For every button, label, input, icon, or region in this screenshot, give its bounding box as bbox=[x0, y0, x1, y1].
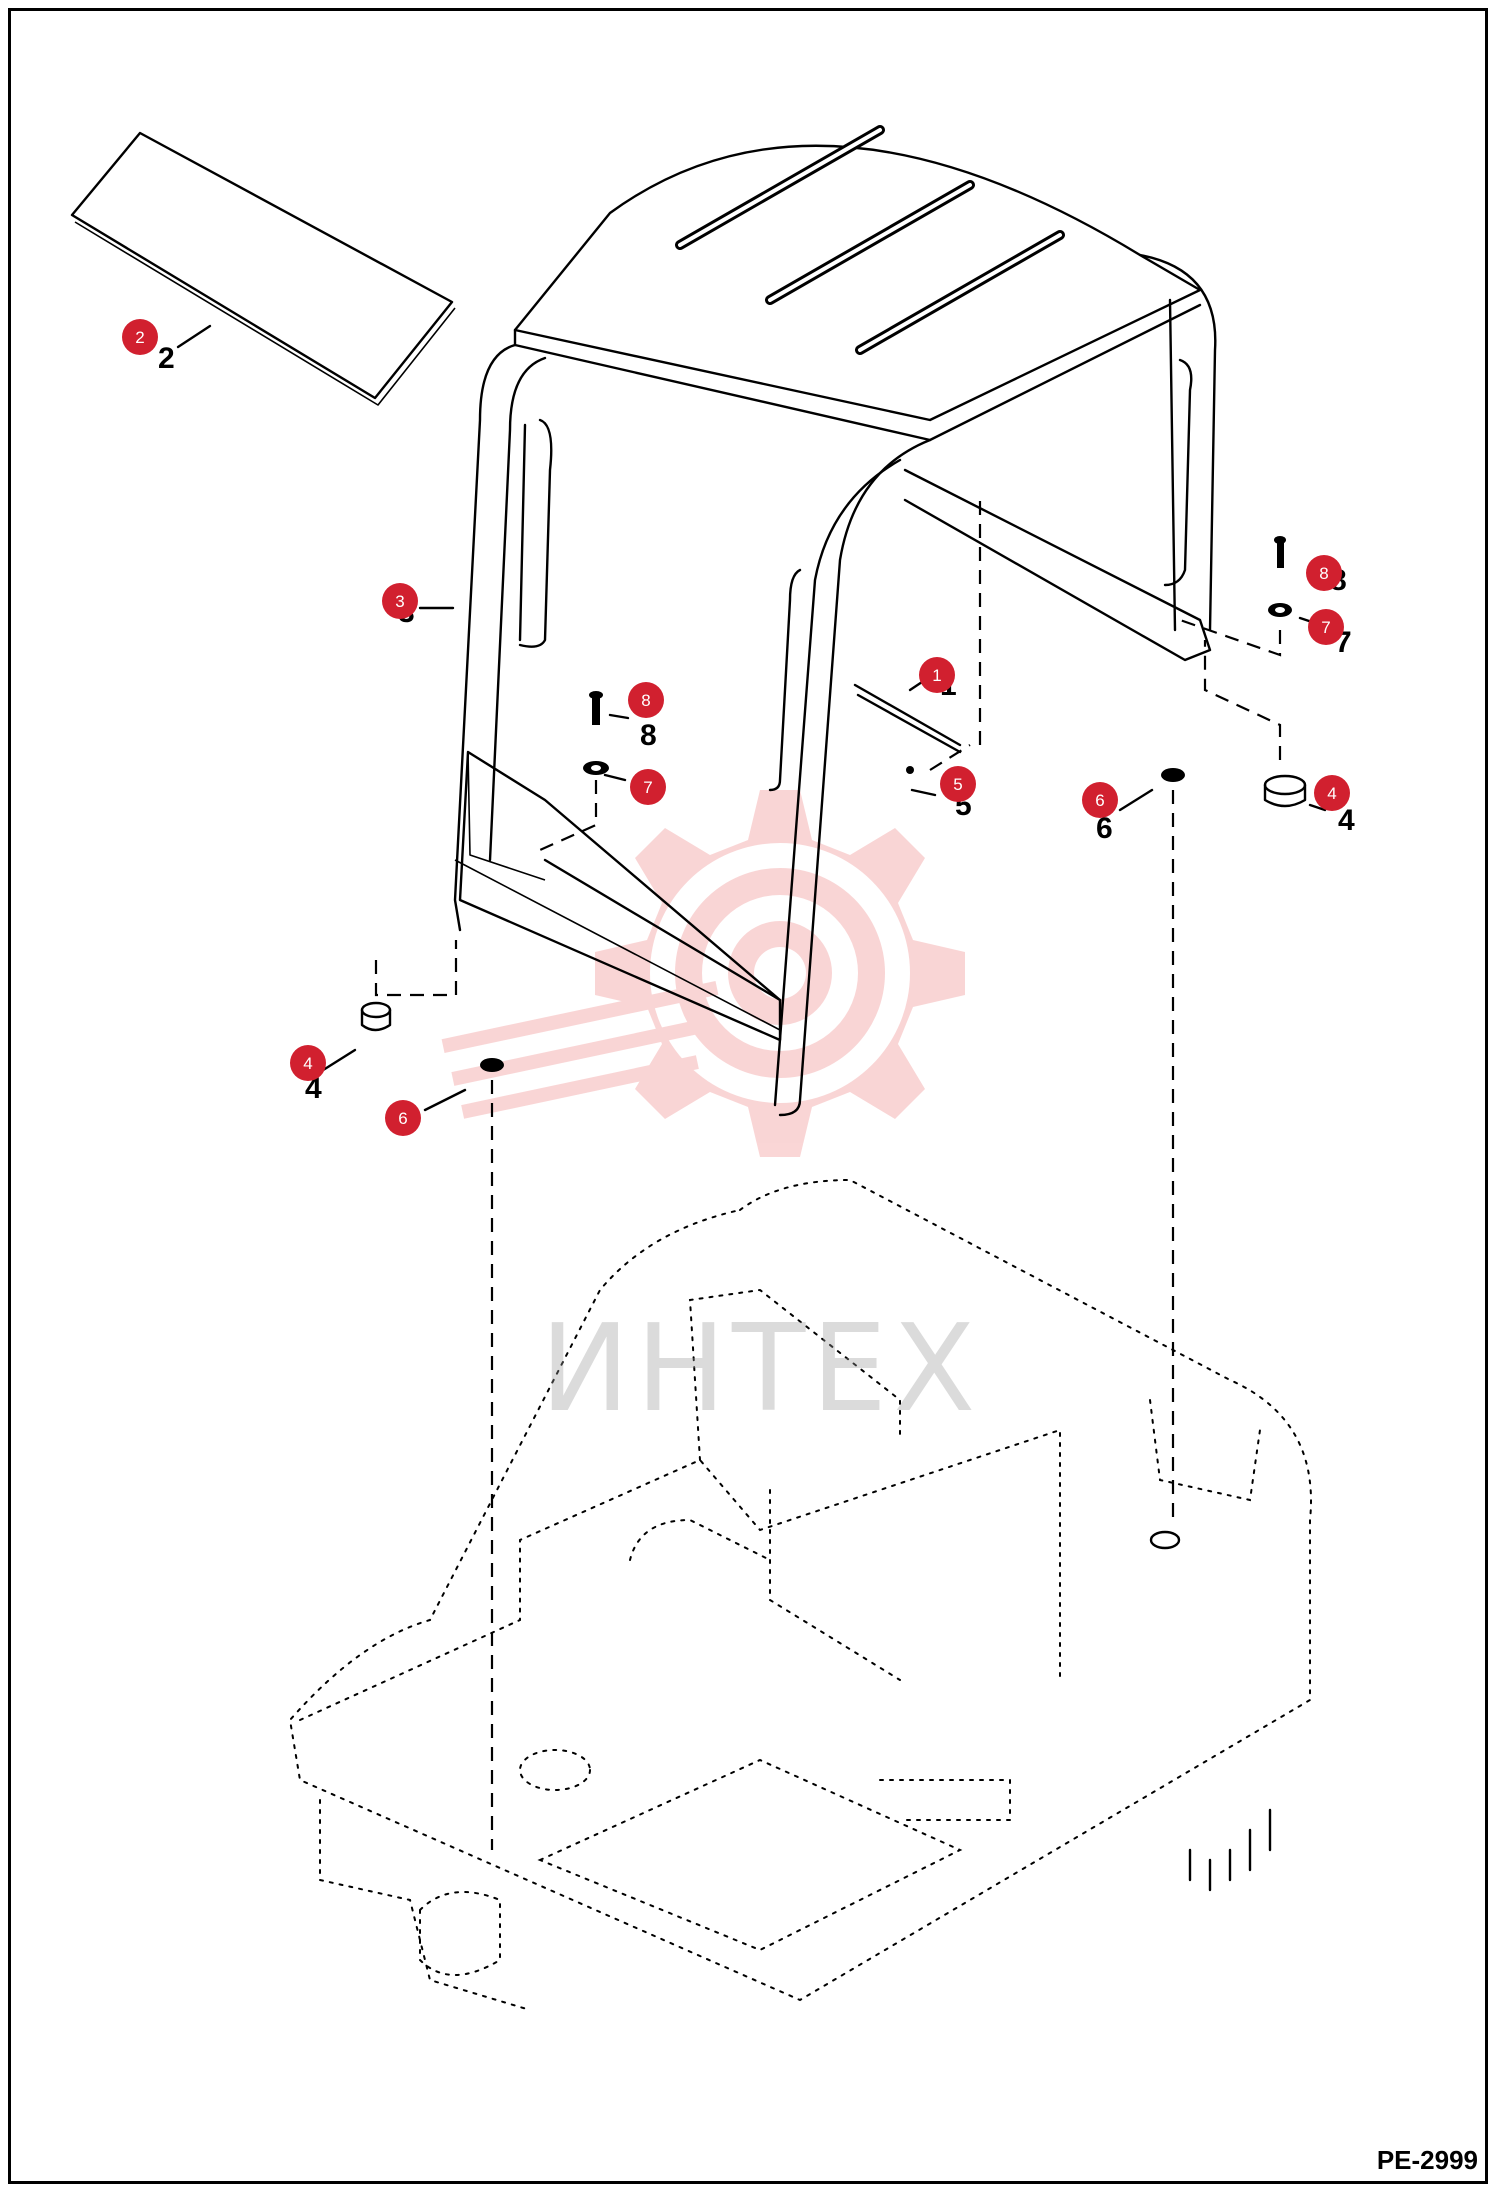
diagram-frame bbox=[8, 8, 1488, 2184]
canopy-part bbox=[453, 125, 1217, 1117]
callout-8a: 8 bbox=[628, 682, 664, 718]
svg-text:5: 5 bbox=[953, 775, 962, 794]
part-label-8-left: 8 bbox=[640, 719, 657, 752]
assembly-lines bbox=[374, 500, 1282, 1850]
svg-text:1: 1 bbox=[932, 666, 941, 685]
svg-text:6: 6 bbox=[1095, 791, 1104, 810]
bolt-left bbox=[583, 691, 609, 775]
callout-7b: 7 bbox=[1308, 609, 1344, 645]
callout-5: 5 bbox=[940, 766, 976, 802]
svg-text:4: 4 bbox=[1327, 784, 1336, 803]
part-label-2: 2 bbox=[158, 342, 175, 375]
svg-text:7: 7 bbox=[1321, 618, 1330, 637]
svg-text:6: 6 bbox=[398, 1109, 407, 1128]
callout-4a: 4 bbox=[290, 1045, 326, 1081]
callouts: 1 2 3 4 4 5 6 6 bbox=[122, 319, 1350, 1136]
svg-text:3: 3 bbox=[395, 592, 404, 611]
svg-text:7: 7 bbox=[643, 778, 652, 797]
watermark-logo bbox=[441, 790, 965, 1157]
part-label-6-right: 6 bbox=[1096, 812, 1113, 845]
diagram-code: PE-2999 bbox=[1376, 2145, 1478, 2175]
watermark-text: ИНТЕХ bbox=[540, 1300, 982, 1439]
callout-2: 2 bbox=[122, 319, 158, 355]
callout-8b: 8 bbox=[1306, 555, 1342, 591]
callout-leaders bbox=[318, 606, 1327, 1112]
decal-part bbox=[70, 131, 456, 406]
callout-7a: 7 bbox=[630, 769, 666, 805]
mount-isolators bbox=[360, 768, 1307, 1072]
callout-4b: 4 bbox=[1314, 775, 1350, 811]
svg-text:4: 4 bbox=[303, 1054, 312, 1073]
callout-6b: 6 bbox=[1082, 782, 1118, 818]
rod-part bbox=[853, 683, 962, 774]
callout-1: 1 bbox=[919, 657, 955, 693]
bolt-right bbox=[1268, 536, 1292, 617]
svg-text:8: 8 bbox=[1319, 564, 1328, 583]
svg-text:8: 8 bbox=[641, 691, 650, 710]
callout-6a: 6 bbox=[385, 1100, 421, 1136]
callout-3: 3 bbox=[382, 583, 418, 619]
part-label-4-right: 4 bbox=[1338, 804, 1355, 837]
svg-text:2: 2 bbox=[135, 328, 144, 347]
machine-frame bbox=[288, 1178, 1312, 2011]
